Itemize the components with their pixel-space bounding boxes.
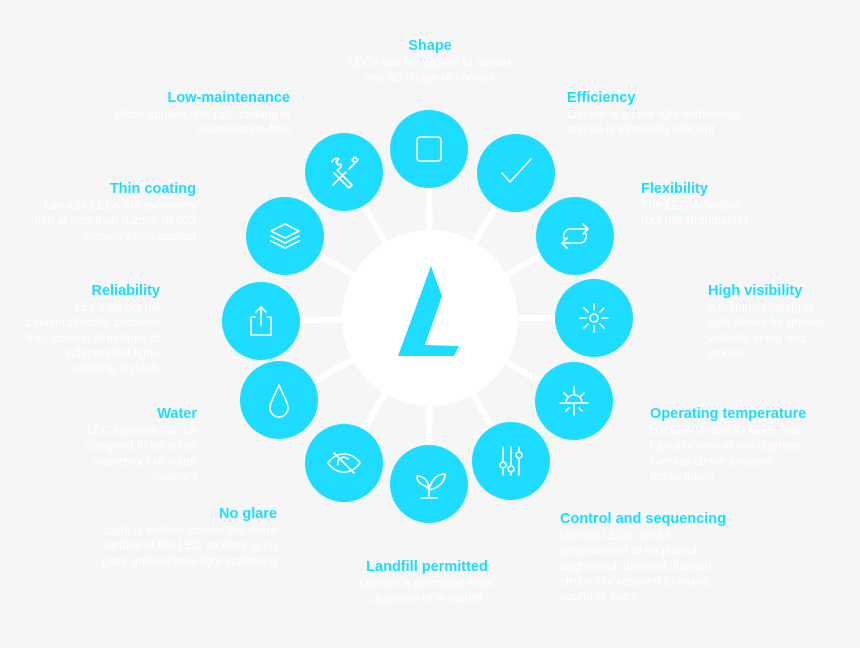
feature-node <box>390 110 468 188</box>
half-sun-icon <box>559 386 589 416</box>
feature-description: LECs can be applied to almost any 3D sha… <box>348 55 512 85</box>
feature-node <box>536 197 614 275</box>
feature-title: High visibility <box>708 283 803 299</box>
feature-description: Once applied, the LEC coating is mainten… <box>115 107 290 137</box>
feature-node <box>240 361 318 439</box>
feature-control-sequencing: Control and sequencing Lumilor LECs can … <box>560 510 740 604</box>
tools-icon <box>331 156 359 189</box>
share-upload-icon <box>250 306 272 336</box>
feature-title: Control and sequencing <box>560 511 726 527</box>
feature-title: Shape <box>408 38 452 54</box>
feature-title: Low-maintenance <box>167 90 290 106</box>
sun-icon <box>579 303 609 333</box>
feature-reliability: Reliability LECs do not fail catastrophi… <box>25 282 160 376</box>
feature-title: Operating temperature <box>650 406 807 422</box>
feature-title: Flexibility <box>641 181 708 197</box>
repeat-arrows-icon <box>561 223 589 249</box>
feature-efficiency: Efficiency Lumilor is a cool light techn… <box>567 89 757 138</box>
feature-no-glare: No glare Light is emitted across the ent… <box>87 505 277 569</box>
feature-description: LumiLor is cool to touch and typically r… <box>650 423 802 483</box>
feature-description: LumiLor LECs are extremely thin at less … <box>34 198 196 243</box>
sliders-icon <box>499 446 523 476</box>
feature-description: Light is emitted across the entire surfa… <box>101 523 277 568</box>
feature-shape: Shape LECs can be applied to almost any … <box>315 37 545 86</box>
feature-node <box>305 133 383 211</box>
feature-node <box>472 422 550 500</box>
center-hub <box>342 230 518 406</box>
feature-title: Water <box>157 406 197 422</box>
feature-title: Reliability <box>91 283 161 299</box>
feature-description: LECs do not fail catastrophically, becau… <box>26 300 160 376</box>
feature-description: LEC systems can be designed to be either… <box>84 423 197 483</box>
sprout-icon <box>416 473 446 499</box>
feature-operating-temperature: Operating temperature LumiLor is cool to… <box>650 405 820 484</box>
square-icon <box>416 136 442 162</box>
checkmark-icon <box>501 158 532 183</box>
lumilor-logo-icon <box>398 266 459 356</box>
feature-node <box>555 279 633 357</box>
feature-node <box>246 197 324 275</box>
feature-low-maintenance: Low-maintenance Once applied, the LEC co… <box>110 89 290 138</box>
feature-description: Lumilor LECs can be programmed to be pul… <box>560 528 715 604</box>
feature-landfill: Landfill permitted Lumilor is permitted … <box>332 558 522 607</box>
feature-description: The LEC is flexible (but not stretchable… <box>641 198 748 228</box>
feature-title: Efficiency <box>567 90 636 106</box>
feature-title: Landfill permitted <box>366 559 488 575</box>
feature-high-visibility: High visibility A uniform coating of lig… <box>708 282 833 361</box>
feature-thin-coating: Thin coating LumiLor LECs are extremely … <box>30 180 196 244</box>
feature-flexibility: Flexibility The LEC is flexible (but not… <box>641 180 761 229</box>
feature-node <box>390 445 468 523</box>
feature-title: No glare <box>218 506 277 522</box>
layers-icon <box>270 223 300 249</box>
feature-node <box>535 362 613 440</box>
eye-off-icon <box>327 452 361 474</box>
feature-description: A uniform coating of light allows far gr… <box>708 300 826 360</box>
feature-node <box>222 282 300 360</box>
feature-description: Lumilor is permitted to be disposed of i… <box>359 576 495 606</box>
feature-water: Water LEC systems can be designed to be … <box>77 405 197 484</box>
feature-node <box>477 134 555 212</box>
droplet-icon <box>269 384 289 418</box>
feature-description: Lumilor is a cool light technology and s… <box>567 107 741 137</box>
feature-title: Thin coating <box>109 181 196 197</box>
feature-node <box>305 424 383 502</box>
